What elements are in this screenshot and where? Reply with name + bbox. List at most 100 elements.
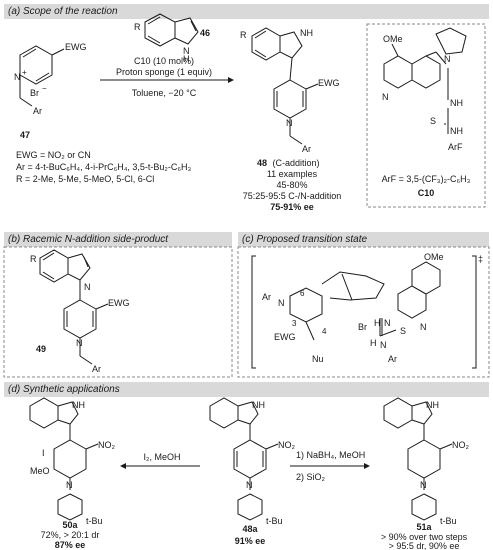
ts-right-bracket — [472, 255, 477, 369]
ts-n-pyr: N — [278, 298, 285, 308]
cond-line3: Toluene, −20 °C — [132, 88, 197, 98]
prod-label-note: (C-addition) — [273, 158, 320, 168]
panel-c-letter: (c) — [242, 234, 254, 245]
pyr-label: 47 — [20, 130, 30, 140]
indole-label: 46 — [200, 28, 210, 38]
ts-num4: 4 — [322, 327, 327, 336]
c51-yield: > 90% over two steps — [381, 532, 468, 542]
panel-d-letter: (d) — [8, 384, 21, 395]
prod-label: 48 — [257, 158, 267, 168]
cat-ome: OMe — [383, 34, 403, 44]
cat-nh2: NH — [450, 126, 463, 136]
c49-n-pyr: N — [76, 338, 83, 348]
ts-br: Br — [358, 322, 367, 332]
ts-s: S — [400, 326, 406, 336]
prod-ratio: 75:25-95:5 C-/N-addition — [243, 191, 342, 201]
panel-a-letter: (a) — [8, 6, 21, 17]
c50-i: I — [42, 448, 45, 458]
indole-46-structure — [144, 13, 199, 47]
ewg-definition: EWG = NO₂ or CN — [16, 150, 91, 160]
c49-ar: Ar — [92, 364, 101, 374]
c48-ee: 91% ee — [235, 536, 266, 546]
cat-label: C10 — [418, 188, 435, 198]
prod-yield: 45-80% — [276, 180, 307, 190]
indole-n: N — [183, 46, 190, 56]
c49-ewg: EWG — [108, 298, 130, 308]
panel-a-title: Scope of the reaction — [23, 6, 118, 17]
compound-48a-structure — [209, 397, 279, 521]
prod-nh: NH — [300, 28, 313, 38]
panel-b-letter: (b) — [8, 234, 21, 245]
ts-n-quin: N — [420, 322, 427, 332]
c51-nh: NH — [426, 400, 439, 410]
ts-left-bracket — [251, 255, 256, 369]
c51-label: 51a — [416, 522, 432, 532]
ts-num6: 6 — [300, 289, 305, 298]
c50-tbu: t-Bu — [86, 516, 103, 526]
panel-b-header: (b) Racemic N-addition side-product — [4, 232, 232, 247]
pyr-ewg: EWG — [65, 42, 87, 52]
prod-ar: Ar — [302, 144, 311, 154]
c50-n: N — [66, 480, 73, 490]
prod-ewg: EWG — [318, 78, 340, 88]
prod-n: N — [286, 118, 293, 128]
catalyst-c10-structure — [383, 27, 467, 134]
ts-ome: OMe — [424, 252, 444, 262]
c50-label: 50a — [62, 520, 78, 530]
cond-line2: Proton sponge (1 equiv) — [116, 67, 212, 77]
arrow-right-head — [364, 463, 370, 469]
compound-51a-structure — [383, 397, 453, 521]
indole-r: R — [134, 22, 141, 32]
r-definition: R = 2-Me, 5-Me, 5-MeO, 5-Cl, 6-Cl — [16, 174, 154, 184]
c48-n: N — [246, 480, 253, 490]
ts-h2: H — [370, 338, 377, 348]
c50-nh: NH — [72, 400, 85, 410]
c48-no2: NO₂ — [278, 440, 296, 450]
c51-tbu: t-Bu — [440, 516, 457, 526]
c51-selectivity: > 95:5 dr, 90% ee — [389, 541, 460, 550]
ts-ar2: Ar — [388, 354, 397, 364]
pyr-minus: − — [42, 84, 47, 93]
transition-state-structure — [289, 261, 441, 341]
panel-c-header: (c) Proposed transition state — [238, 232, 489, 247]
c51-no2: NO₂ — [452, 440, 470, 450]
arrow-right-step1: 1) NaBH₄, MeOH — [296, 450, 365, 460]
product-48-structure — [251, 27, 319, 145]
pyridinium-47-structure — [19, 45, 65, 107]
prod-ee: 75-91% ee — [270, 202, 314, 212]
ts-n2: N — [380, 340, 387, 350]
c48-label: 48a — [242, 524, 258, 534]
cond-line1: C10 (10 mol%) — [134, 56, 194, 66]
c48-tbu: t-Bu — [266, 516, 283, 526]
ts-ar: Ar — [262, 292, 271, 302]
reaction-arrowhead — [228, 77, 234, 83]
cat-arf: ArF — [448, 142, 463, 152]
pyr-n: N — [14, 72, 21, 82]
panel-c-title: Proposed transition state — [256, 234, 368, 245]
cat-s: S — [430, 116, 436, 126]
prod-r: R — [240, 30, 247, 40]
ts-ewg: EWG — [274, 332, 296, 342]
panel-c-frame — [237, 246, 490, 378]
c49-n-indole: N — [84, 282, 91, 292]
prod-examples: 11 examples — [267, 169, 318, 179]
panel-a-header: (a) Scope of the reaction — [4, 4, 489, 19]
c50-ee: 87% ee — [55, 540, 86, 550]
ts-nu: Nu — [312, 354, 324, 364]
cat-nh1: NH — [450, 98, 463, 108]
arrow-left-head — [120, 463, 126, 469]
c48-nh: NH — [252, 400, 265, 410]
c51-n: N — [420, 480, 427, 490]
ts-dagger: ‡ — [478, 254, 483, 264]
cat-definition: ArF = 3,5-(CF₃)₂-C₆H₃ — [382, 174, 471, 184]
c49-label: 49 — [36, 344, 46, 354]
cat-n2: N — [444, 54, 451, 64]
panel-b-title: Racemic N-addition side-product — [23, 234, 169, 245]
catalyst-box — [366, 23, 486, 208]
c50-meo: MeO — [30, 466, 50, 476]
arrow-right-step2: 2) SiO₂ — [296, 472, 326, 482]
indole-h: H — [183, 54, 190, 64]
